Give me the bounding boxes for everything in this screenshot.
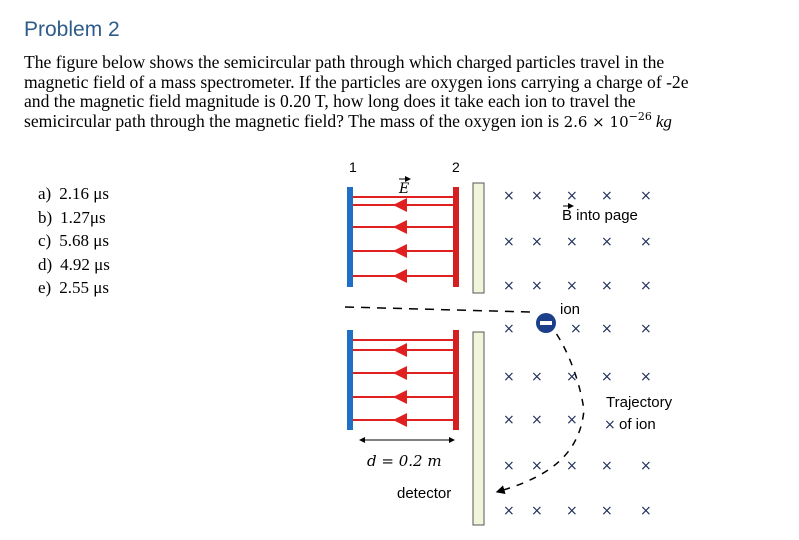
cross-icon: × [566,234,578,250]
mass-value: 2.6 × 10−26 [563,109,652,131]
cross-icon: × [566,458,578,474]
mass-mantissa: 2.6 × 10 [563,112,629,131]
choice-e[interactable]: e) 2.55 μs [38,276,110,300]
choice-value: 4.92 μs [60,254,110,274]
ion-particle [536,313,556,333]
electric-field-lines-upper [353,196,453,283]
cross-icon: × [503,188,515,204]
cross-icon: × [570,321,582,337]
cross-icon: × [566,188,578,204]
cross-icon: × [503,321,515,337]
cross-icon: × [640,458,652,474]
choice-letter: c) [38,231,52,250]
mass-unit: kg [655,111,672,131]
cross-icon: × [601,503,613,519]
cross-icon: × [531,412,543,428]
detector-strip-lower [472,331,485,526]
choice-value: 2.16 μs [59,184,109,203]
cross-icon: × [640,278,652,294]
cross-icon: × [601,278,613,294]
plate-2-label: 2 [452,159,460,175]
cross-icon: × [531,369,543,385]
cross-icon: × [640,321,652,337]
cross-icon: × [604,417,616,433]
choice-a[interactable]: a) 2.16 μs [38,182,110,206]
cross-icon: × [503,369,515,385]
ion-incoming-path [344,306,531,313]
magnetic-field-crosses: × × × × × × × × × × × × × × × × × × × × … [503,188,652,519]
choice-value: 2.55 μs [59,278,109,297]
cross-icon: × [566,278,578,294]
choice-letter: a) [38,184,52,203]
mass-exponent: −26 [628,109,652,123]
distance-label: d = 0.2 m [367,452,442,470]
cross-icon: × [601,234,613,250]
negative-plate-upper [347,187,353,287]
problem-line-1: The figure below shows the semicircular … [24,52,665,72]
detector-strip-upper [472,182,485,294]
choice-b[interactable]: b) 1.27μs [38,206,110,230]
detector-label: detector [397,485,451,502]
cross-icon: × [640,369,652,385]
positive-plate-lower [453,330,459,430]
cross-icon: × [503,412,515,428]
trajectory-label-line-1: Trajectory [606,394,673,411]
choice-d[interactable]: d) 4.92 μs [38,253,110,277]
cross-icon: × [503,234,515,250]
negative-plate-lower [347,330,353,430]
cross-icon: × [640,234,652,250]
negative-charge-icon [540,321,552,325]
cross-icon: × [566,369,578,385]
electric-field-lines-lower [353,339,453,427]
positive-plate-upper [453,187,459,287]
cross-icon: × [531,458,543,474]
of-ion-text: of ion [619,416,656,433]
cross-icon: × [566,412,578,428]
answer-choices: a) 2.16 μs b) 1.27μs c) 5.68 μs d) 4.92 μs e… [38,182,110,300]
problem-line-2: magnetic field of a mass spectrometer. I… [24,71,689,92]
problem-heading: Problem 2 [24,18,120,41]
b-into-page-text: B into page [562,207,638,224]
choice-letter: b) [38,207,53,227]
field-symbol: E [398,181,409,197]
choice-value: 1.27μs [60,207,106,227]
cross-icon: × [601,369,613,385]
magnetic-field-label: B into page [562,203,638,224]
cross-icon: × [640,503,652,519]
cross-icon: × [601,188,613,204]
cross-icon: × [566,503,578,519]
cross-icon: × [640,188,652,204]
cross-icon: × [503,458,515,474]
cross-icon: × [503,278,515,294]
choice-letter: d) [38,254,53,274]
choice-value: 5.68 μs [59,231,109,250]
problem-line-4-text: semicircular path through the magnetic f… [24,110,564,131]
cross-icon: × [531,234,543,250]
problem-statement: The figure below shows the semicircular … [24,52,784,133]
cross-icon: × [531,188,543,204]
cross-icon: × [531,278,543,294]
cross-icon: × [531,503,543,519]
cross-icon: × [601,458,613,474]
choice-c[interactable]: c) 5.68 μs [38,229,110,253]
problem-line-3: and the magnetic field magnitude is 0.20… [24,91,636,111]
ion-label: ion [560,301,580,318]
trajectory-label-line-2: × of ion [604,416,656,433]
cross-icon: × [601,321,613,337]
problem-line-4: semicircular path through the magnetic f… [24,109,784,133]
electric-field-label: E [398,176,411,197]
plate-1-label: 1 [349,159,357,175]
choice-letter: e) [38,278,52,297]
cross-icon: × [503,503,515,519]
